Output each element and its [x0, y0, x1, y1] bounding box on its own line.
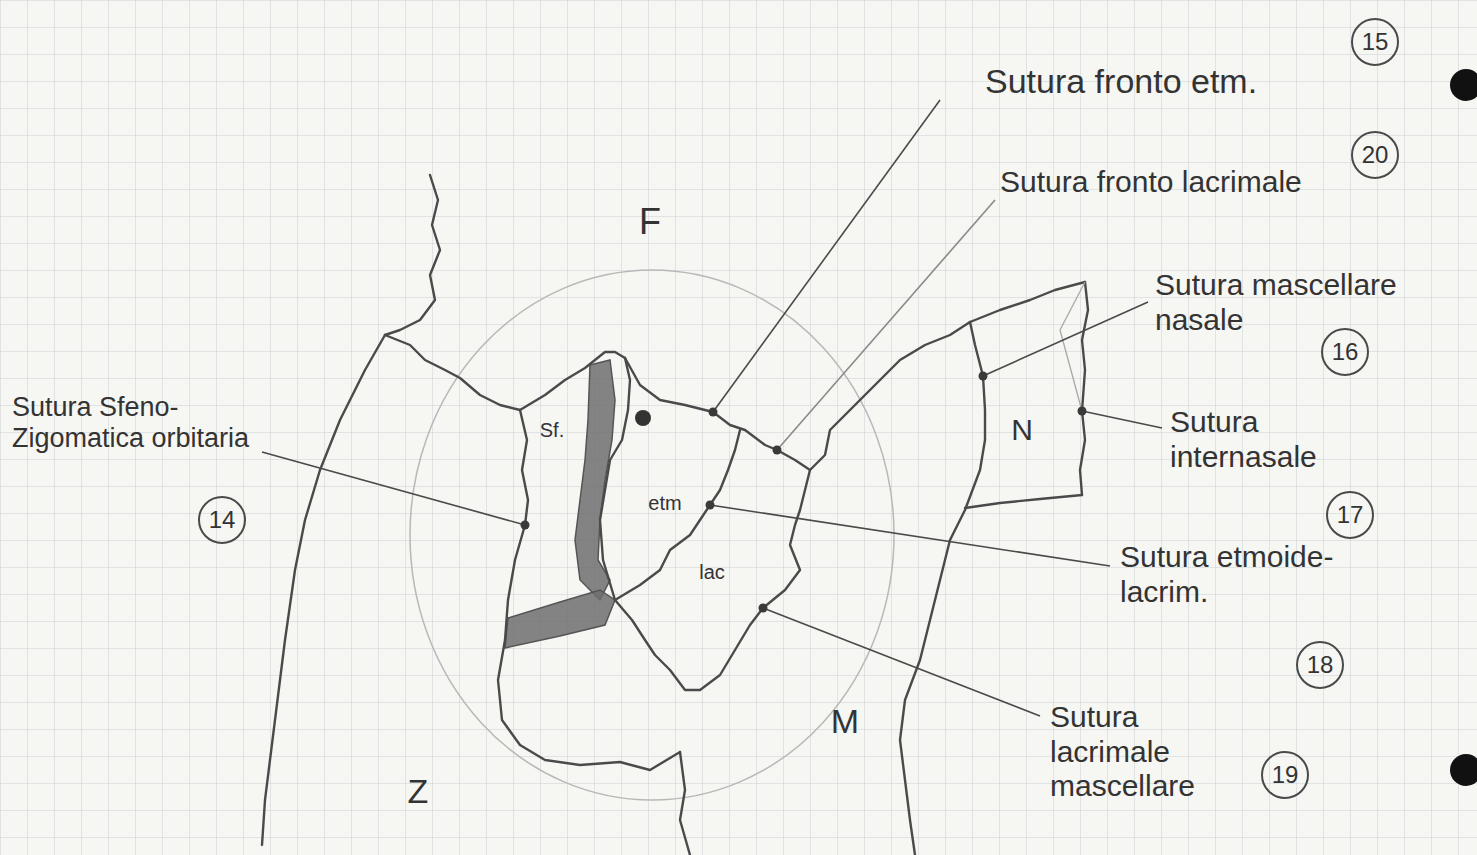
number-circle: [1297, 642, 1343, 688]
suture-line: [600, 358, 630, 600]
callout-number: 19: [1272, 761, 1299, 789]
number-circle: [1262, 752, 1308, 798]
suture-line: [1080, 282, 1088, 495]
bone-letter: M: [831, 702, 859, 741]
callout-number: 17: [1337, 501, 1364, 529]
suture-point: [759, 604, 768, 613]
fissure-band: [505, 590, 615, 648]
suture-line: [625, 282, 1085, 470]
leader-line: [763, 608, 1040, 716]
callout-number: 18: [1307, 651, 1334, 679]
suture-points: [521, 372, 1087, 613]
bone-edge: [965, 495, 1082, 508]
suture-label: Sutura etmoide-lacrim.: [1120, 540, 1385, 609]
bone-letter: N: [1011, 413, 1033, 448]
number-circle: [1352, 132, 1398, 178]
leader-line: [713, 100, 940, 412]
bone-letter: etm: [648, 492, 681, 515]
number-circles: [199, 19, 1398, 798]
faint-sketch-line: [1060, 282, 1085, 411]
suture-line: [615, 430, 740, 600]
suture-label: Sutura fronto etm.: [985, 62, 1257, 101]
bone-letter: lac: [699, 561, 725, 584]
suture-point: [1078, 407, 1087, 416]
bone-letter: Z: [408, 772, 429, 811]
leader-line: [710, 505, 1110, 566]
fissure-band: [575, 360, 615, 600]
callout-number: 20: [1362, 141, 1389, 169]
suture-label: Sutura mascellare nasale: [1155, 268, 1445, 337]
bone-edge: [498, 410, 680, 770]
suture-label: Sutura lacrimale mascellare: [1050, 700, 1240, 804]
callout-number: 15: [1362, 28, 1389, 56]
suture-label: Sutura fronto lacrimale: [1000, 165, 1302, 200]
number-circle: [1322, 329, 1368, 375]
punch-hole: [1450, 69, 1477, 101]
suture-label: Sutura internasale: [1170, 405, 1370, 474]
bone-edge: [262, 335, 385, 845]
leader-line: [777, 200, 995, 450]
suture-line: [615, 470, 810, 690]
suture-label: Sutura Sfeno-Zigomatica orbitaria: [12, 392, 272, 454]
bone-edge: [385, 175, 440, 335]
suture-line: [900, 322, 985, 855]
number-circle: [1352, 19, 1398, 65]
callout-number: 16: [1332, 338, 1359, 366]
suture-point: [521, 521, 530, 530]
number-circle: [1327, 492, 1373, 538]
shaded-fissure: [505, 360, 615, 648]
suture-line: [385, 335, 520, 410]
punch-hole: [1450, 754, 1477, 786]
foramen: [635, 410, 651, 426]
leader-line: [1082, 411, 1162, 428]
bone-edge: [520, 352, 625, 410]
suture-point: [773, 446, 782, 455]
leader-line: [262, 452, 525, 525]
suture-line: [680, 752, 690, 855]
orbit-rim: [410, 270, 894, 800]
bone-letter: Sf.: [540, 419, 564, 442]
suture-point: [706, 501, 715, 510]
bone-outlines: [262, 175, 1088, 855]
suture-point: [709, 408, 718, 417]
suture-point: [979, 372, 988, 381]
bone-letter: F: [639, 201, 661, 242]
number-circle: [199, 497, 245, 543]
leader-line: [983, 302, 1148, 376]
callout-number: 14: [209, 506, 236, 534]
